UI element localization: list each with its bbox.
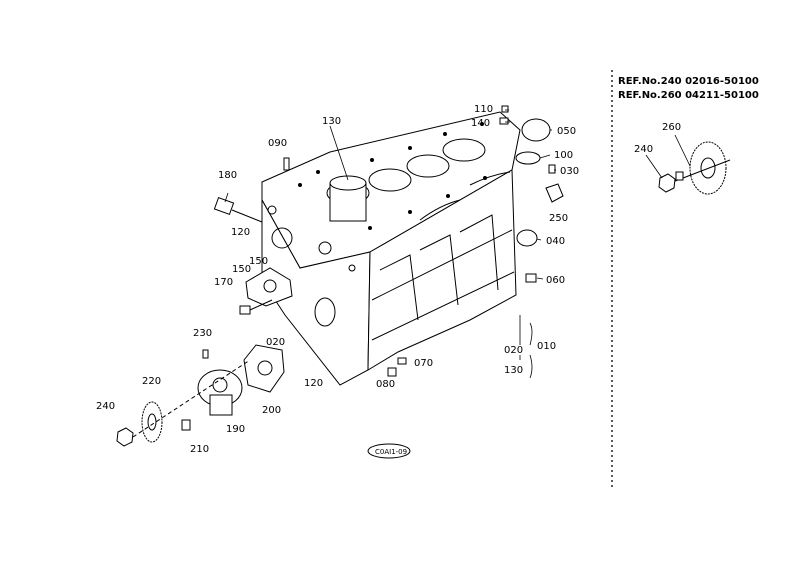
callout-100: 100 <box>554 150 573 161</box>
part-170-bolt <box>239 299 273 315</box>
callout-080: 080 <box>376 379 395 390</box>
callout-170: 170 <box>214 277 233 288</box>
part-070-plug <box>397 357 407 365</box>
part-150-cover <box>245 267 293 307</box>
part-190-oil-pump <box>197 369 243 416</box>
ref-note-260: REF.No.260 04211-50100 <box>618 90 759 101</box>
callout-030: 030 <box>560 166 579 177</box>
figure-code-text: C0AI1-09 <box>375 448 407 456</box>
part-220-gear <box>141 401 163 443</box>
part-200-gasket <box>243 344 285 393</box>
part-080-plug <box>387 367 397 377</box>
part-060-plug <box>525 273 537 283</box>
callout-010: 010 <box>537 341 556 352</box>
callout-190: 190 <box>226 424 245 435</box>
callout-120-a: 120 <box>231 227 250 238</box>
part-100-ring <box>515 151 541 165</box>
callout-020-b: 020 <box>504 345 523 356</box>
callout-120-b: 120 <box>304 378 323 389</box>
part-260-gear <box>669 141 731 195</box>
callout-020-a: 020 <box>266 337 285 348</box>
part-180-plug <box>213 196 263 223</box>
part-250-sensor <box>545 183 564 203</box>
callout-070: 070 <box>414 358 433 369</box>
callout-060: 060 <box>546 275 565 286</box>
callout-230: 230 <box>193 328 212 339</box>
part-240-nut-ref <box>658 173 676 193</box>
callout-090: 090 <box>268 138 287 149</box>
figure-code: C0AI1-09 <box>367 443 411 459</box>
ref-note-240: REF.No.240 02016-50100 <box>618 76 759 87</box>
callout-200: 200 <box>262 405 281 416</box>
part-050-plug <box>521 118 551 142</box>
callout-210: 210 <box>190 444 209 455</box>
callout-labels: 130 090 180 120 150 150 170 020 230 220 … <box>96 104 681 455</box>
part-110-bolt <box>501 105 509 113</box>
part-030-plug <box>548 164 556 174</box>
callout-140: 140 <box>471 118 490 129</box>
callout-130: 130 <box>322 116 341 127</box>
part-140-plug <box>499 117 509 125</box>
callout-260: 260 <box>662 122 681 133</box>
callout-250: 250 <box>549 213 568 224</box>
callout-150-b: 150 <box>232 264 251 275</box>
callout-240-b: 240 <box>634 144 653 155</box>
callout-110: 110 <box>474 104 493 115</box>
part-240-nut <box>116 427 134 447</box>
callout-150-a: 150 <box>249 256 268 267</box>
callout-050-a: 050 <box>557 126 576 137</box>
part-260-key <box>675 171 684 181</box>
part-230-pin <box>202 349 209 359</box>
callout-130-b: 130 <box>504 365 523 376</box>
part-040-seal <box>516 229 538 247</box>
callout-180: 180 <box>218 170 237 181</box>
cylinder-block <box>261 111 521 386</box>
part-210-bolt <box>181 419 191 431</box>
callout-220: 220 <box>142 376 161 387</box>
callout-240-a: 240 <box>96 401 115 412</box>
leader-lines <box>224 109 691 379</box>
callout-040: 040 <box>546 236 565 247</box>
part-090-pin <box>283 157 290 171</box>
